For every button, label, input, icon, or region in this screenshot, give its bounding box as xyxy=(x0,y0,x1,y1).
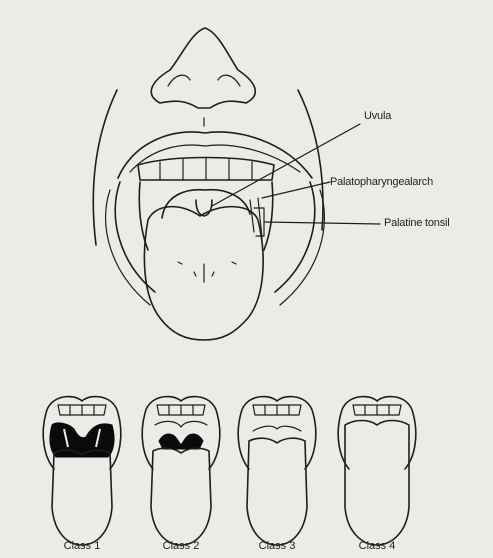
soft-palate xyxy=(162,190,250,218)
right-lip-arc-outer xyxy=(280,190,324,305)
left-nostril xyxy=(168,75,190,86)
nose xyxy=(151,28,255,108)
class-3-label: Class 3 xyxy=(259,540,296,552)
palatine-tonsil-label: Palatine tonsil xyxy=(384,217,450,229)
class-4-label: Class 4 xyxy=(359,540,396,552)
class-1-pharynx xyxy=(50,423,114,457)
uvula-leader xyxy=(212,124,360,206)
left-lip-arc-outer xyxy=(106,190,150,305)
upper-lip-inner xyxy=(130,145,300,172)
right-nostril xyxy=(218,75,240,86)
class-2-label: Class 2 xyxy=(163,540,200,552)
class-1-label: Class 1 xyxy=(64,540,101,552)
upper-lip xyxy=(118,132,312,178)
class-4-illustration xyxy=(338,397,416,545)
class-2-pharynx xyxy=(159,434,203,449)
main-mouth-illustration xyxy=(93,28,324,340)
uvula-label: Uvula xyxy=(364,110,391,122)
left-lip-arc xyxy=(115,182,155,292)
tongue-marks xyxy=(178,262,236,276)
class-1-illustration xyxy=(43,397,121,545)
right-lip-arc xyxy=(275,182,315,292)
right-cheek-line xyxy=(298,90,323,230)
teeth-dividers xyxy=(160,158,252,180)
palatopharyngeal-arch-label: Palatopharyngealarch xyxy=(330,176,433,188)
leader-lines xyxy=(212,124,380,224)
class-2-illustration xyxy=(142,397,220,545)
class-3-illustration xyxy=(238,397,316,545)
